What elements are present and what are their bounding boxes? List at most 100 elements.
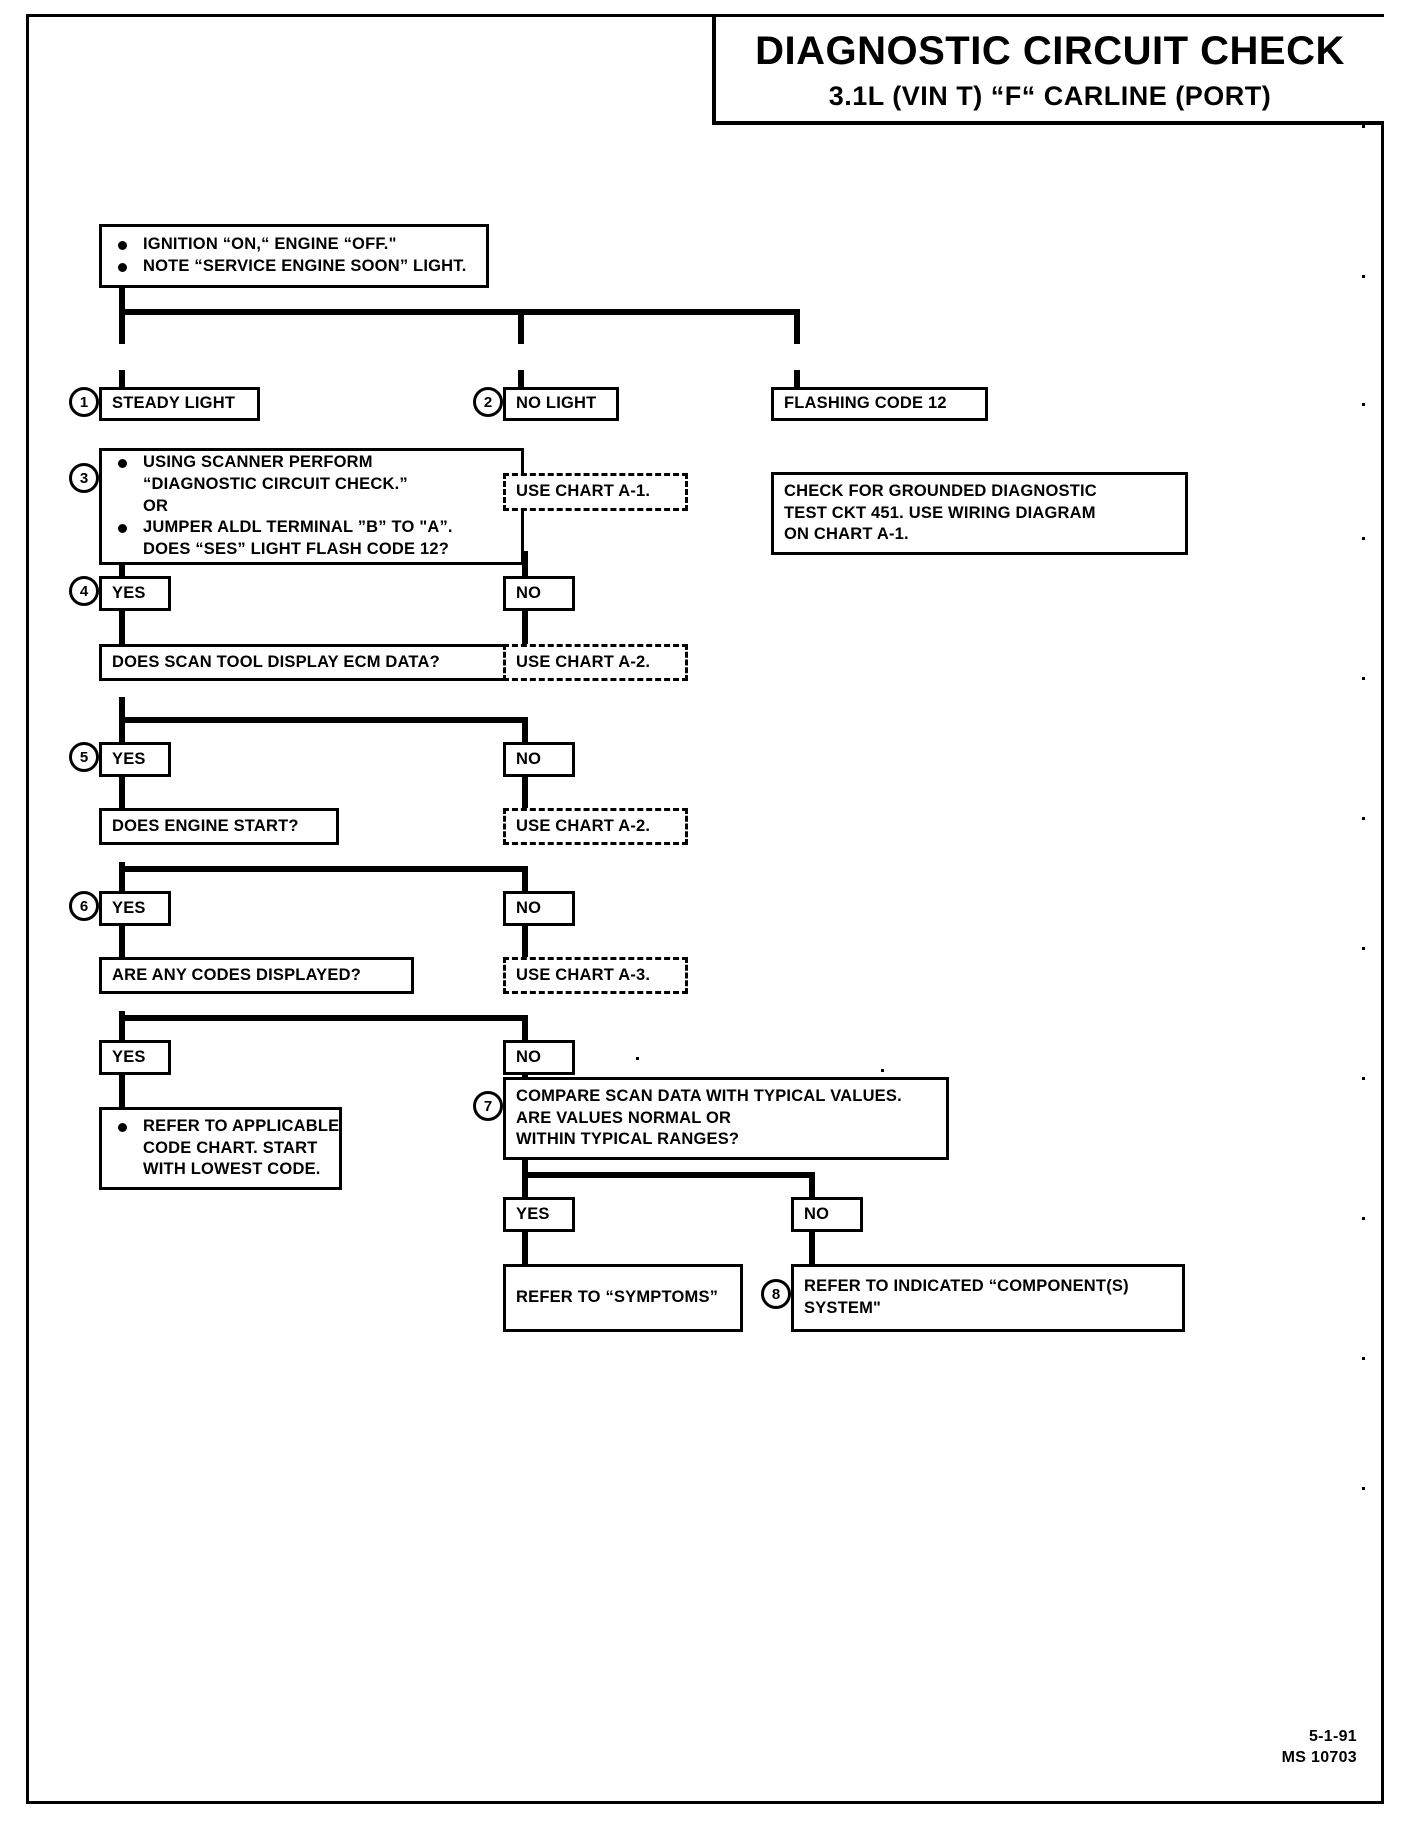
node-steady-light[interactable]: STEADY LIGHT [99, 387, 260, 421]
connector-drop-yes7 [119, 1015, 125, 1049]
chart-footer: 5-1-91 MS 10703 [1282, 1727, 1357, 1769]
step-circle-2: 2 [473, 387, 503, 417]
start-bullet-1: IGNITION “ON,“ ENGINE “OFF." [112, 234, 476, 256]
scan-artifact [1362, 1357, 1365, 1360]
scanner-bullet-2: JUMPER ALDL TERMINAL ”B” TO "A”. [112, 517, 511, 539]
scanner-bullet-2-line2: DOES “SES” LIGHT FLASH CODE 12? [143, 540, 449, 559]
connector-branch-bar-1 [119, 309, 800, 315]
footer-date: 5-1-91 [1308, 1728, 1357, 1746]
connector-drop-no5 [522, 717, 528, 751]
connector-drop-yes5 [119, 717, 125, 751]
connector-drop-yes8 [522, 1172, 528, 1206]
step-circle-5: 5 [69, 742, 99, 772]
page-subtitle: 3.1L (VIN T) “F“ CARLINE (PORT) [828, 81, 1272, 111]
node-use-chart-a2-b[interactable]: USE CHART A-2. [503, 808, 688, 845]
step-circle-6: 6 [69, 891, 99, 921]
node-no-light[interactable]: NO LIGHT [503, 387, 619, 421]
connector-drop-no8 [809, 1172, 815, 1206]
connector-drop-flashing [794, 309, 800, 344]
connector-drop-no7 [522, 1015, 528, 1049]
refer-code-line3: WITH LOWEST CODE. [143, 1160, 321, 1179]
node-use-chart-a3[interactable]: USE CHART A-3. [503, 957, 688, 994]
scanner-bullet-1: USING SCANNER PERFORM [112, 452, 511, 474]
node-no-7[interactable]: NO [503, 1040, 575, 1075]
connector-drop-no4 [522, 551, 528, 585]
start-bullet-2: NOTE “SERVICE ENGINE SOON” LIGHT. [112, 256, 476, 278]
chart-page: DIAGNOSTIC CIRCUIT CHECK 3.1L (VIN T) “F… [26, 14, 1384, 1804]
connector-compare-down [522, 1150, 528, 1178]
node-no-5[interactable]: NO [503, 742, 575, 777]
connector-yes7-down [119, 1074, 125, 1108]
bullet-dot-icon [118, 458, 127, 468]
node-yes-4[interactable]: YES [99, 576, 171, 611]
node-no-4[interactable]: NO [503, 576, 575, 611]
scan-artifact [1362, 947, 1365, 950]
connector-yes8-down [522, 1231, 528, 1265]
node-yes-7[interactable]: YES [99, 1040, 171, 1075]
step-circle-4: 4 [69, 576, 99, 606]
node-no-6[interactable]: NO [503, 891, 575, 926]
node-scan-tool-data[interactable]: DOES SCAN TOOL DISPLAY ECM DATA? [99, 644, 512, 681]
footer-doc-id: MS 10703 [1281, 1749, 1357, 1767]
node-grounded-check[interactable]: CHECK FOR GROUNDED DIAGNOSTIC TEST CKT 4… [771, 472, 1188, 555]
connector-drop-steady [119, 309, 125, 344]
refer-code-line2: CODE CHART. START [143, 1138, 318, 1157]
bullet-dot-icon [118, 263, 127, 272]
connector-drop-nolight [518, 309, 524, 344]
scan-artifact [636, 1057, 639, 1060]
connector-bar-4 [119, 866, 528, 872]
scan-artifact [1362, 1217, 1365, 1220]
node-refer-component[interactable]: REFER TO INDICATED “COMPONENT(S) SYSTEM" [791, 1264, 1185, 1332]
connector-yes6-down [119, 925, 125, 959]
connector-start-down [119, 287, 125, 315]
node-start[interactable]: IGNITION “ON,“ ENGINE “OFF." NOTE “SERVI… [99, 224, 489, 288]
connector-drop-no6 [522, 866, 528, 900]
scan-artifact [1362, 1077, 1365, 1080]
refer-code-bullet: REFER TO APPLICABLE [112, 1116, 339, 1138]
step-circle-1: 1 [69, 387, 99, 417]
step-circle-7: 7 [473, 1091, 503, 1121]
connector-scantool-down [119, 697, 125, 723]
bullet-dot-icon [118, 1122, 127, 1132]
node-yes-5[interactable]: YES [99, 742, 171, 777]
bullet-dot-icon [118, 524, 127, 534]
node-refer-code-chart[interactable]: REFER TO APPLICABLE CODE CHART. START WI… [99, 1107, 342, 1190]
connector-no4-down [522, 610, 528, 645]
node-refer-symptoms[interactable]: REFER TO “SYMPTOMS” [503, 1264, 743, 1332]
node-compare-scan[interactable]: COMPARE SCAN DATA WITH TYPICAL VALUES. A… [503, 1077, 949, 1160]
node-yes-8[interactable]: YES [503, 1197, 575, 1232]
connector-yes5-down [119, 776, 125, 810]
connector-yes4-down [119, 610, 125, 645]
scan-artifact [1362, 275, 1365, 278]
connector-bar-3 [119, 717, 528, 723]
scanner-bullet-1-line2: “DIAGNOSTIC CIRCUIT CHECK.” [143, 474, 408, 493]
scan-artifact [1362, 403, 1365, 406]
node-scanner-perform[interactable]: USING SCANNER PERFORM “DIAGNOSTIC CIRCUI… [99, 448, 524, 565]
scan-artifact [881, 1069, 884, 1072]
page-title: DIAGNOSTIC CIRCUIT CHECK [755, 29, 1345, 73]
bullet-dot-icon [118, 241, 127, 251]
node-codes-displayed[interactable]: ARE ANY CODES DISPLAYED? [99, 957, 414, 994]
connector-no5-down [522, 776, 528, 810]
connector-steady-to-step3 [119, 370, 125, 400]
node-no-8[interactable]: NO [791, 1197, 863, 1232]
connector-drop-yes6 [119, 866, 125, 900]
scan-artifact [1362, 125, 1365, 128]
scan-artifact [1362, 537, 1365, 540]
node-engine-start[interactable]: DOES ENGINE START? [99, 808, 339, 845]
node-flashing-code-12[interactable]: FLASHING CODE 12 [771, 387, 988, 421]
step-circle-3: 3 [69, 463, 99, 493]
chart-header: DIAGNOSTIC CIRCUIT CHECK 3.1L (VIN T) “F… [712, 17, 1384, 125]
connector-no8-down [809, 1231, 815, 1265]
step-circle-8: 8 [761, 1279, 791, 1309]
scan-artifact [1362, 677, 1365, 680]
node-use-chart-a2-a[interactable]: USE CHART A-2. [503, 644, 688, 681]
connector-bar-5 [119, 1015, 528, 1021]
node-use-chart-a1[interactable]: USE CHART A-1. [503, 473, 688, 511]
node-yes-6[interactable]: YES [99, 891, 171, 926]
scanner-or: OR [143, 496, 169, 515]
scan-artifact [1362, 1487, 1365, 1490]
connector-nolight-to-chart [518, 370, 524, 400]
scan-artifact [1362, 817, 1365, 820]
connector-no6-down [522, 925, 528, 959]
